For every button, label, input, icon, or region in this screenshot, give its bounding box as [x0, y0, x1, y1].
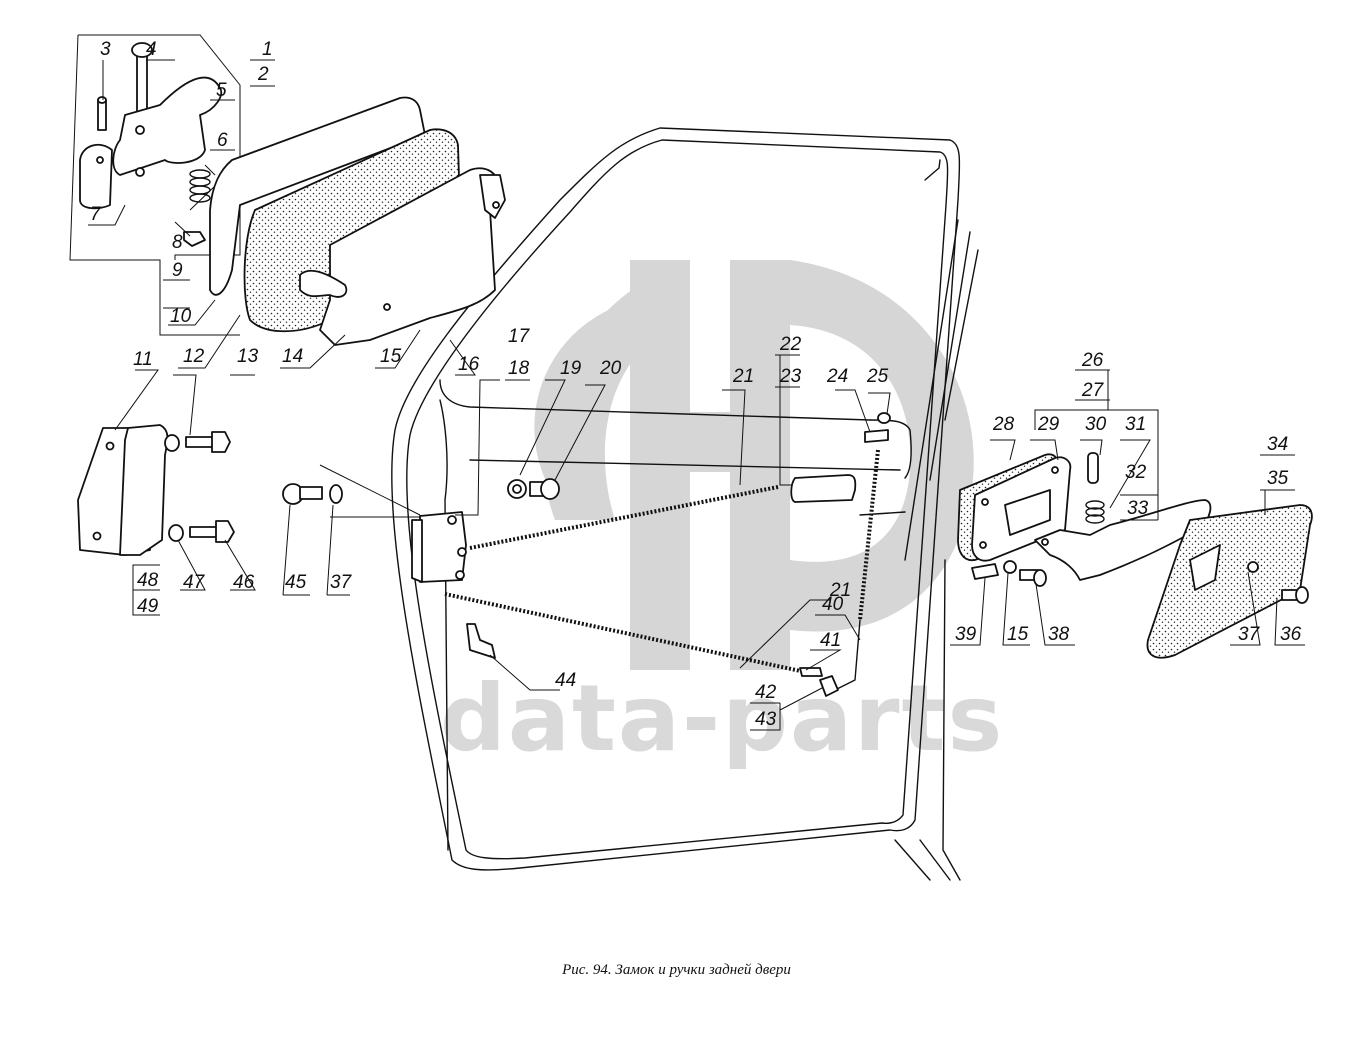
callout-16: 16 — [458, 354, 480, 375]
spring — [189, 169, 211, 203]
pin — [97, 99, 107, 131]
trim-escutcheon — [1146, 504, 1313, 659]
callout-19: 19 — [560, 358, 582, 379]
callout-31: 31 — [1125, 414, 1146, 435]
callout-2: 2 — [257, 64, 269, 85]
watermark-logo — [534, 260, 974, 670]
callout-46: 46 — [233, 572, 255, 593]
callout-37a: 37 — [1238, 624, 1261, 645]
callout-43: 43 — [755, 709, 777, 730]
lock-washer-19 — [507, 479, 527, 499]
callout-18: 18 — [508, 358, 530, 379]
callout-27: 27 — [1081, 380, 1105, 401]
callouts: 3 4 1 2 5 6 7 8 9 10 11 12 13 14 15 16 1… — [90, 39, 1302, 730]
callout-24: 24 — [826, 366, 848, 387]
callout-8: 8 — [172, 232, 183, 253]
callout-36: 36 — [1280, 624, 1302, 645]
screw-20 — [529, 478, 560, 500]
callout-35: 35 — [1267, 468, 1289, 489]
callout-21b: 21 — [829, 580, 851, 601]
rod-lower — [444, 592, 806, 674]
callout-26: 26 — [1081, 350, 1104, 371]
callout-30: 30 — [1085, 414, 1107, 435]
callout-25: 25 — [866, 366, 889, 387]
handle-frame — [209, 96, 426, 296]
bracket-44 — [466, 623, 496, 659]
spring-31 — [1085, 500, 1105, 524]
screw-45 — [282, 483, 323, 505]
callout-38: 38 — [1048, 624, 1070, 645]
guide — [864, 429, 889, 443]
callout-28: 28 — [992, 414, 1015, 435]
callout-11: 11 — [133, 349, 153, 370]
callout-15b: 15 — [1007, 624, 1029, 645]
screw-38 — [1019, 569, 1047, 587]
outer-handle-assembly — [69, 34, 506, 346]
callout-45: 45 — [285, 572, 307, 593]
callout-15a: 15 — [380, 346, 402, 367]
callout-7: 7 — [90, 204, 102, 225]
callout-37b: 37 — [330, 572, 353, 593]
callout-42: 42 — [755, 682, 777, 703]
callout-10: 10 — [170, 306, 192, 327]
inner-handle-link — [790, 474, 857, 503]
bolt-13 — [164, 431, 231, 453]
striker-shim — [119, 424, 169, 556]
callout-1: 1 — [262, 39, 273, 60]
callout-12: 12 — [183, 346, 205, 367]
callout-41: 41 — [820, 630, 841, 651]
callout-29: 29 — [1037, 414, 1060, 435]
lock-washer-15b — [1003, 560, 1017, 574]
callout-49: 49 — [137, 596, 159, 617]
washer-37 — [329, 484, 343, 504]
callout-47: 47 — [183, 572, 206, 593]
callout-34: 34 — [1267, 434, 1288, 455]
callout-33: 33 — [1127, 498, 1149, 519]
callout-13: 13 — [237, 346, 259, 367]
callout-4: 4 — [146, 39, 157, 60]
pin-housing — [79, 143, 113, 210]
key-slot — [299, 270, 348, 298]
callout-32: 32 — [1125, 462, 1147, 483]
rod-vertical — [858, 449, 880, 621]
callout-14: 14 — [282, 346, 303, 367]
callout-9: 9 — [172, 260, 183, 281]
callout-3: 3 — [100, 39, 111, 60]
handle-housing — [319, 167, 498, 346]
callout-5: 5 — [216, 80, 227, 101]
lock-mechanism — [411, 412, 891, 697]
callout-23: 23 — [779, 366, 802, 387]
watermark-text: data-parts — [440, 665, 1004, 772]
callout-48: 48 — [137, 570, 159, 591]
bolt-46 — [168, 520, 235, 543]
push-button-head — [131, 42, 153, 58]
watermark: data-parts — [440, 260, 1004, 772]
inner-handle-assembly — [957, 452, 1313, 659]
lever-42 — [819, 675, 839, 697]
callout-21a: 21 — [732, 366, 754, 387]
gasket — [243, 128, 461, 333]
callout-22: 22 — [779, 334, 802, 355]
callout-39: 39 — [955, 624, 977, 645]
callout-40: 40 — [822, 594, 844, 615]
callout-6: 6 — [217, 130, 228, 151]
striker-assembly — [77, 424, 343, 556]
leader-lines — [88, 59, 1305, 731]
figure-caption: Рис. 94. Замок и ручки задней двери — [562, 962, 791, 978]
lock-button — [877, 412, 891, 424]
screw-36 — [1281, 586, 1309, 604]
plate — [183, 231, 206, 247]
callout-17: 17 — [508, 326, 531, 347]
callout-20: 20 — [599, 358, 622, 379]
axle — [1087, 452, 1099, 484]
outer-handle-lever — [112, 76, 223, 176]
rod-upper — [469, 485, 779, 550]
callout-44: 44 — [555, 670, 576, 691]
spacer-39 — [971, 563, 999, 580]
clip-41 — [799, 667, 823, 677]
